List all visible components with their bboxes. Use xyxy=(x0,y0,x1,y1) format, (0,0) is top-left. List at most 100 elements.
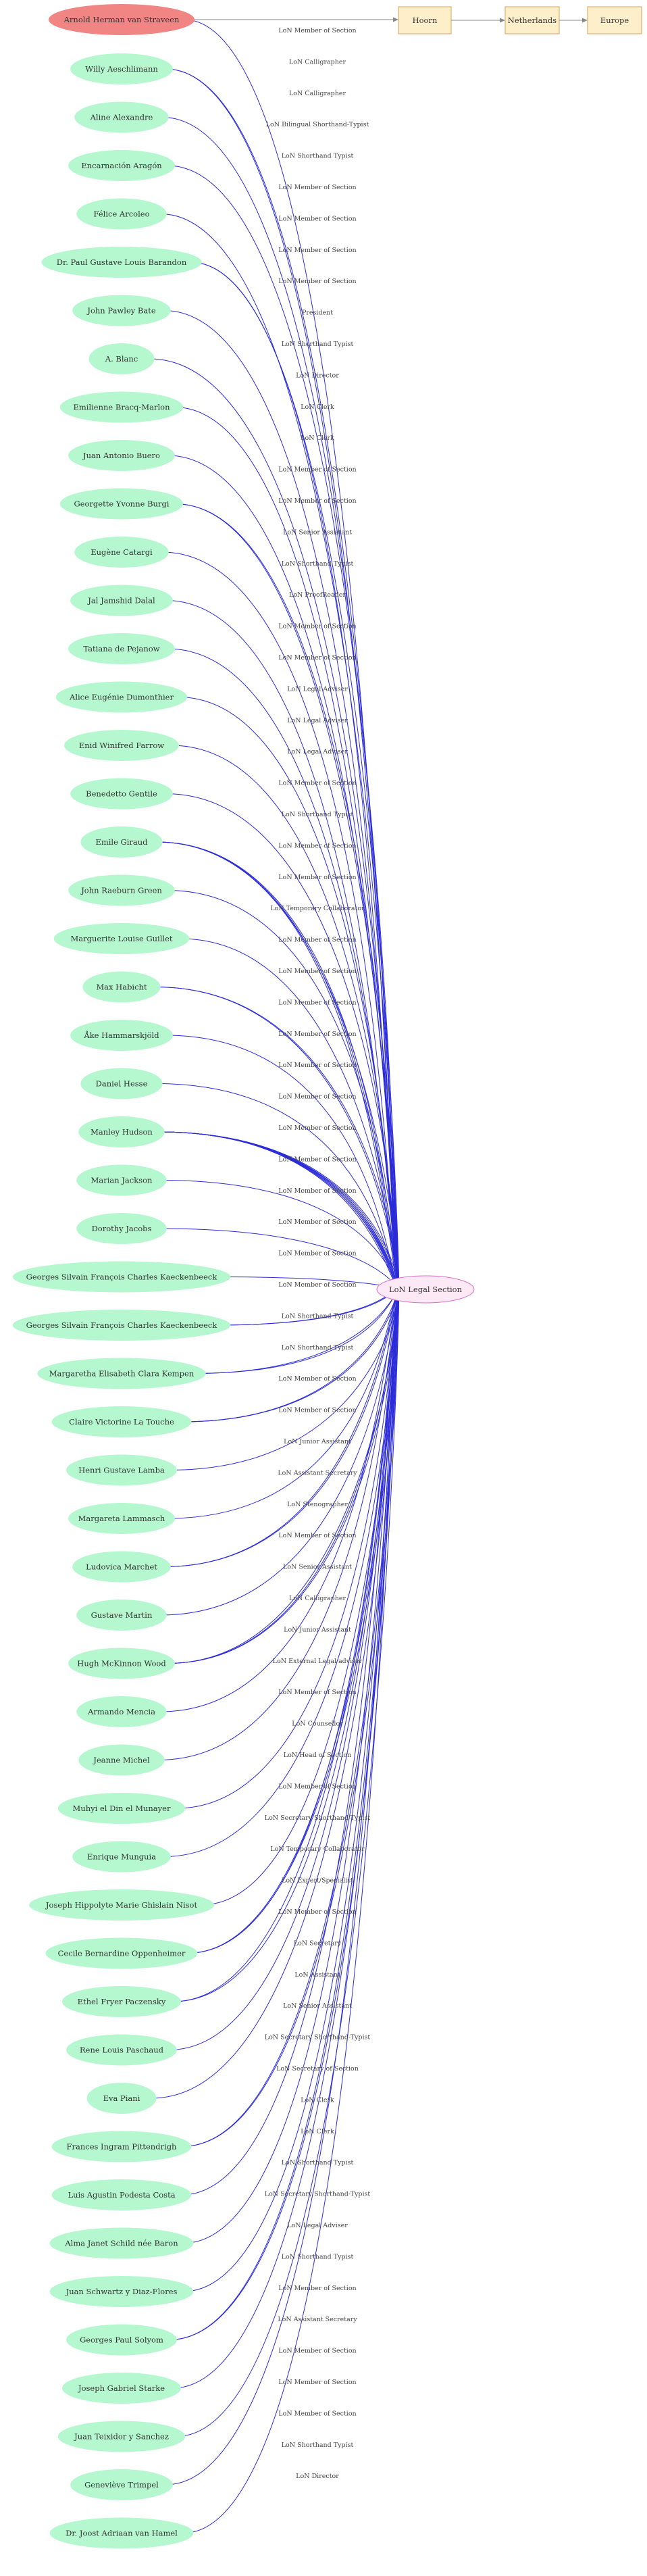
person-node-a-blanc[interactable]: A. Blanc xyxy=(88,343,155,374)
person-node-ludovica-marchet[interactable]: Ludovica Marchet xyxy=(72,1551,171,1583)
person-ellipse xyxy=(78,1116,165,1147)
edge-label: LoN Member of Section xyxy=(278,1250,356,1258)
person-node-marguerite-louise-guillet[interactable]: Marguerite Louise Guillet xyxy=(53,923,190,954)
person-node-gustave-martin[interactable]: Gustave Martin xyxy=(76,1600,167,1631)
person-ellipse xyxy=(41,247,202,278)
person-node-encarnacion-aragon[interactable]: Encarnación Aragón xyxy=(68,150,175,181)
person-node-benedetto-gentile[interactable]: Benedetto Gentile xyxy=(70,778,173,810)
person-node-hugh-mckinnon-wood[interactable]: Hugh McKinnon Wood xyxy=(68,1648,175,1679)
person-ellipse xyxy=(66,2324,177,2356)
person-node-juan-teixidor-y-sanchez[interactable]: Juan Teixidor y Sanchez xyxy=(57,2421,186,2452)
edge-label: LoN Calligrapher xyxy=(289,90,346,97)
edge-label: LoN Member of Section xyxy=(278,1281,356,1289)
person-node-jeanne-michel[interactable]: Jeanne Michel xyxy=(78,1744,165,1776)
person-node-dorothy-jacobs[interactable]: Dorothy Jacobs xyxy=(76,1213,167,1244)
person-node-daniel-hesse[interactable]: Daniel Hesse xyxy=(80,1068,163,1099)
edge-label: LoN Senior Assistant xyxy=(283,1564,352,1571)
edge-label: LoN Secretary Shorthand-Typist xyxy=(265,2191,371,2198)
person-node-juan-schwartz-y-diaz-flores[interactable]: Juan Schwartz y Diaz-Flores xyxy=(49,2276,194,2307)
person-node-aline-alexandre[interactable]: Aline Alexandre xyxy=(74,101,169,133)
person-ellipse xyxy=(76,1696,167,1727)
person-label: Alma Janet Schild née Baron xyxy=(64,2239,178,2248)
person-node-georges-silvain-francois-charles-kaeckenbeeck[interactable]: Georges Silvain François Charles Kaecken… xyxy=(12,1310,231,1341)
person-node-max-habicht[interactable]: Max Habicht xyxy=(82,971,161,1003)
person-node-joseph-hippolyte-marie-ghislain-nisot[interactable]: Joseph Hippolyte Marie Ghislain Nisot xyxy=(29,1889,214,1921)
person-node-dr-joost-adriaan-van-hamel[interactable]: Dr. Joost Adriaan van Hamel xyxy=(49,2517,194,2549)
person-node-alma-janet-schild-nee-baron[interactable]: Alma Janet Schild née Baron xyxy=(49,2227,194,2259)
person-node-joseph-gabriel-starke[interactable]: Joseph Gabriel Starke xyxy=(61,2373,182,2404)
person-node-frances-ingram-pittendrigh[interactable]: Frances Ingram Pittendrigh xyxy=(51,2131,192,2162)
person-label: Benedetto Gentile xyxy=(86,789,157,799)
person-node-georges-silvain-francois-charles-kaeckenbeeck[interactable]: Georges Silvain François Charles Kaecken… xyxy=(12,1261,231,1293)
person-label: Margareta Lammasch xyxy=(78,1514,165,1523)
person-node-manley-hudson[interactable]: Manley Hudson xyxy=(78,1116,165,1147)
edge-label: LoN Member of Section xyxy=(278,247,356,254)
edge-label: LoN Member of Section xyxy=(278,1532,356,1539)
person-node-marian-jackson[interactable]: Marian Jackson xyxy=(76,1164,167,1196)
person-node-emilienne-bracq-marlon[interactable]: Emilienne Bracq-Marlon xyxy=(59,391,184,423)
edge-label: LoN Member of Section xyxy=(278,27,356,34)
person-node-georgette-yvonne-burgi[interactable]: Georgette Yvonne Burgi xyxy=(59,488,184,520)
person-node-claire-victorine-la-touche[interactable]: Claire Victorine La Touche xyxy=(51,1406,192,1437)
arrowhead xyxy=(393,17,398,22)
edge-label: LoN Shorthand Typist xyxy=(282,811,354,818)
person-label: Geneviève Trimpel xyxy=(84,2480,159,2490)
person-ellipse xyxy=(51,1406,192,1437)
person-label: Jal Jamshid Dalal xyxy=(87,596,155,605)
edge-label: LoN Temporary Collaborator xyxy=(270,905,365,912)
person-node-eva-piani[interactable]: Eva Piani xyxy=(86,2083,157,2114)
person-node-juan-antonio-buero[interactable]: Juan Antonio Buero xyxy=(68,440,175,471)
person-node-emile-giraud[interactable]: Emile Giraud xyxy=(80,826,163,858)
edge-label: LoN Shorthand Typist xyxy=(282,341,354,348)
edge-label: LoN Calligrapher xyxy=(289,1595,346,1602)
person-node-john-raeburn-green[interactable]: John Raeburn Green xyxy=(68,874,175,906)
person-node-john-pawley-bate[interactable]: John Pawley Bate xyxy=(72,295,171,326)
person-node-enrique-munguia[interactable]: Enrique Munguia xyxy=(72,1841,171,1873)
person-label: Ethel Fryer Paczensky xyxy=(78,1997,166,2006)
person-node-eugene-catargi[interactable]: Eugène Catargi xyxy=(74,537,169,568)
person-label: Joseph Gabriel Starke xyxy=(78,2383,165,2393)
person-node-ake-hammarskjold[interactable]: Åke Hammarskjöld xyxy=(70,1020,173,1051)
person-node-margareta-lammasch[interactable]: Margareta Lammasch xyxy=(68,1503,175,1534)
person-node-enid-winifred-farrow[interactable]: Enid Winifred Farrow xyxy=(64,730,179,761)
person-label: Gustave Martin xyxy=(91,1610,153,1620)
person-label: Félice Arcoleo xyxy=(94,209,150,219)
person-ellipse xyxy=(12,1310,231,1341)
person-node-felice-arcoleo[interactable]: Félice Arcoleo xyxy=(76,198,167,230)
person-ellipse xyxy=(68,633,175,664)
person-node-genevieve-trimpel[interactable]: Geneviève Trimpel xyxy=(70,2469,173,2500)
person-node-armando-mencia[interactable]: Armando Mencia xyxy=(76,1696,167,1727)
person-node-ethel-fryer-paczensky[interactable]: Ethel Fryer Paczensky xyxy=(61,1986,182,2017)
edge-lon-legal-adviser xyxy=(157,841,399,1287)
edge-lon-member-of-section xyxy=(176,1295,400,2437)
person-node-margaretha-elisabeth-clara-kempen[interactable]: Margaretha Elisabeth Clara Kempen xyxy=(37,1358,206,1389)
person-node-willy-aeschlimann[interactable]: Willy Aeschlimann xyxy=(70,53,173,84)
edge-label: LoN Member of Section xyxy=(278,184,356,191)
person-label: Eva Piani xyxy=(103,2094,140,2103)
edge-label: LoN Secretary Shorthand-Typist xyxy=(265,2034,371,2041)
person-node-luis-agustin-podesta-costa[interactable]: Luis Agustin Podesta Costa xyxy=(51,2179,192,2210)
edge-label: LoN Legal Adviser xyxy=(287,2222,348,2229)
person-ellipse xyxy=(74,101,169,133)
person-node-rene-louis-paschaud[interactable]: Rene Louis Paschaud xyxy=(66,2034,177,2066)
person-node-cecile-bernardine-oppenheimer[interactable]: Cecile Bernardine Oppenheimer xyxy=(45,1937,198,1969)
edge-lon-legal-adviser xyxy=(181,1294,399,2196)
focus-node[interactable]: Arnold Herman van Straveen xyxy=(49,4,195,35)
person-label: Hugh McKinnon Wood xyxy=(77,1659,166,1668)
edge-label: LoN Expert/Specialist xyxy=(282,1877,353,1885)
person-label: Enid Winifred Farrow xyxy=(79,741,164,750)
edge-lon-member-of-section xyxy=(155,987,399,1288)
person-node-dr-paul-gustave-louis-barandon[interactable]: Dr. Paul Gustave Louis Barandon xyxy=(41,247,202,278)
person-label: Åke Hammarskjöld xyxy=(83,1031,159,1040)
person-label: Emilienne Bracq-Marlon xyxy=(73,403,170,412)
person-node-tatiana-de-pejanow[interactable]: Tatiana de Pejanow xyxy=(68,633,175,664)
person-node-muhyi-el-din-el-munayer[interactable]: Muhyi el Din el Munayer xyxy=(57,1793,186,1824)
target-node[interactable]: LoN Legal Section xyxy=(376,1275,475,1304)
place-hoorn-label: Hoorn xyxy=(413,16,438,25)
person-node-alice-eugenie-dumonthier[interactable]: Alice Eugénie Dumonthier xyxy=(55,681,188,713)
edge-label: LoN Director xyxy=(296,372,339,379)
person-node-jal-jamshid-dalal[interactable]: Jal Jamshid Dalal xyxy=(70,585,173,616)
person-node-henri-gustave-lamba[interactable]: Henri Gustave Lamba xyxy=(66,1454,177,1486)
person-node-georges-paul-solyom[interactable]: Georges Paul Solyom xyxy=(66,2324,177,2356)
